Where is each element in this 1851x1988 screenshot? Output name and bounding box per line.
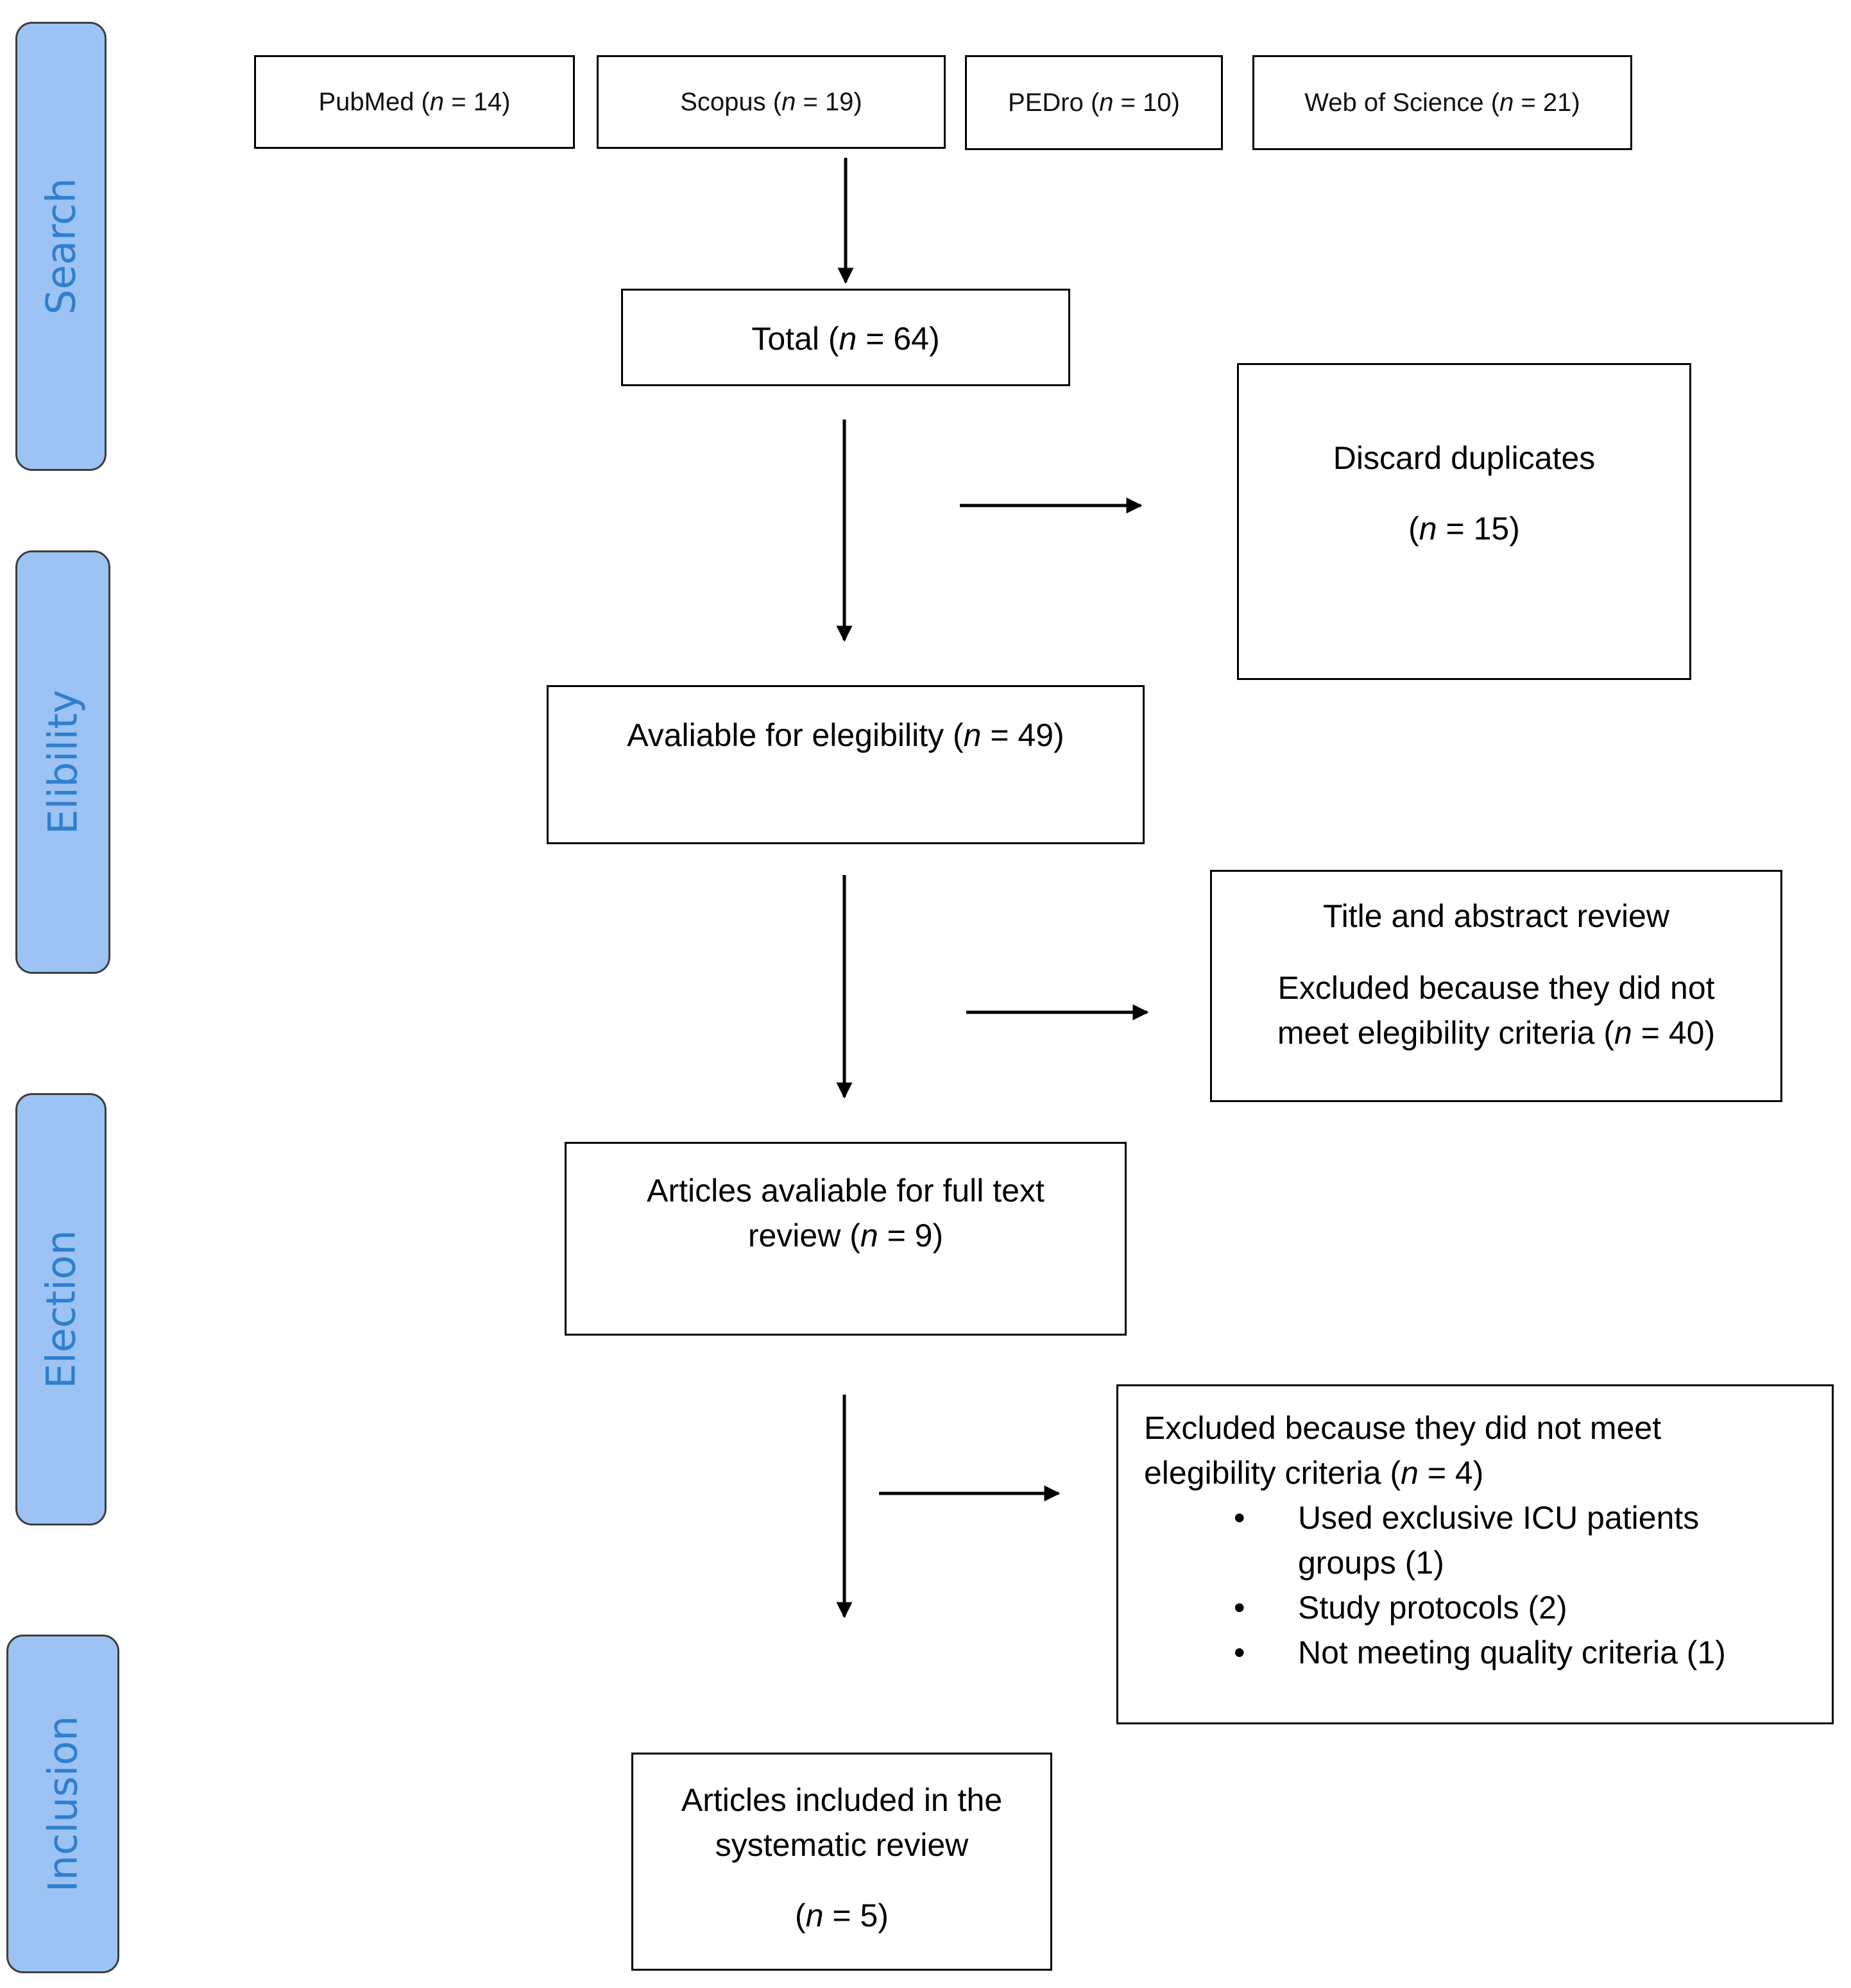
source-wos-box: Web of Science (n = 21): [1252, 55, 1632, 150]
source-pubmed-text: PubMed (n = 14): [318, 87, 511, 116]
included-line2: systematic review: [715, 1827, 969, 1863]
excluded-full-text-box: Excluded because they did not meet elegi…: [1116, 1384, 1834, 1724]
source-pubmed-box: PubMed (n = 14): [254, 55, 575, 149]
excluded-full-line1: Excluded because they did not meet: [1144, 1410, 1662, 1446]
full-text-line1: Articles avaliable for full text: [647, 1173, 1045, 1209]
full-text-box: Articles avaliable for full text review …: [565, 1142, 1127, 1336]
title-abstract-line1: Excluded because they did not: [1277, 970, 1715, 1006]
list-item: Not meeting quality criteria (1): [1234, 1630, 1832, 1675]
included-line1: Articles included in the: [681, 1782, 1003, 1818]
phase-search-label: Search: [15, 22, 107, 471]
title-abstract-box: Title and abstract review Excluded becau…: [1210, 870, 1782, 1102]
excluded-full-line2: elegibility criteria (n = 4): [1144, 1455, 1484, 1491]
source-wos-text: Web of Science (n = 21): [1304, 88, 1580, 117]
title-abstract-line2: meet elegibility criteria (n = 40): [1277, 1015, 1716, 1051]
duplicates-count: (n = 15): [1408, 511, 1520, 547]
full-text-line2: review (n = 9): [747, 1218, 944, 1253]
duplicates-title: Discard duplicates: [1333, 440, 1596, 476]
total-text: Total (n = 64): [751, 321, 940, 357]
source-scopus-text: Scopus (n = 19): [680, 87, 862, 116]
source-pedro-box: PEDro (n = 10): [965, 55, 1223, 150]
source-scopus-box: Scopus (n = 19): [597, 55, 946, 149]
phase-eligibility-label: Elibility: [15, 550, 110, 974]
duplicates-box: Discard duplicates (n = 15): [1237, 363, 1691, 680]
total-box: Total (n = 64): [621, 289, 1070, 386]
title-abstract-title: Title and abstract review: [1322, 898, 1670, 934]
included-box: Articles included in the systematic revi…: [631, 1753, 1052, 1971]
phase-inclusion-label: Inclusion: [6, 1635, 119, 1973]
source-pedro-text: PEDro (n = 10): [1008, 88, 1180, 117]
eligibility-box: Avaliable for elegibility (n = 49): [547, 685, 1145, 844]
eligibility-text: Avaliable for elegibility (n = 49): [627, 717, 1064, 753]
included-count: (n = 5): [795, 1898, 889, 1933]
list-item: Study protocols (2): [1234, 1585, 1832, 1630]
phase-election-label: Election: [15, 1093, 107, 1525]
